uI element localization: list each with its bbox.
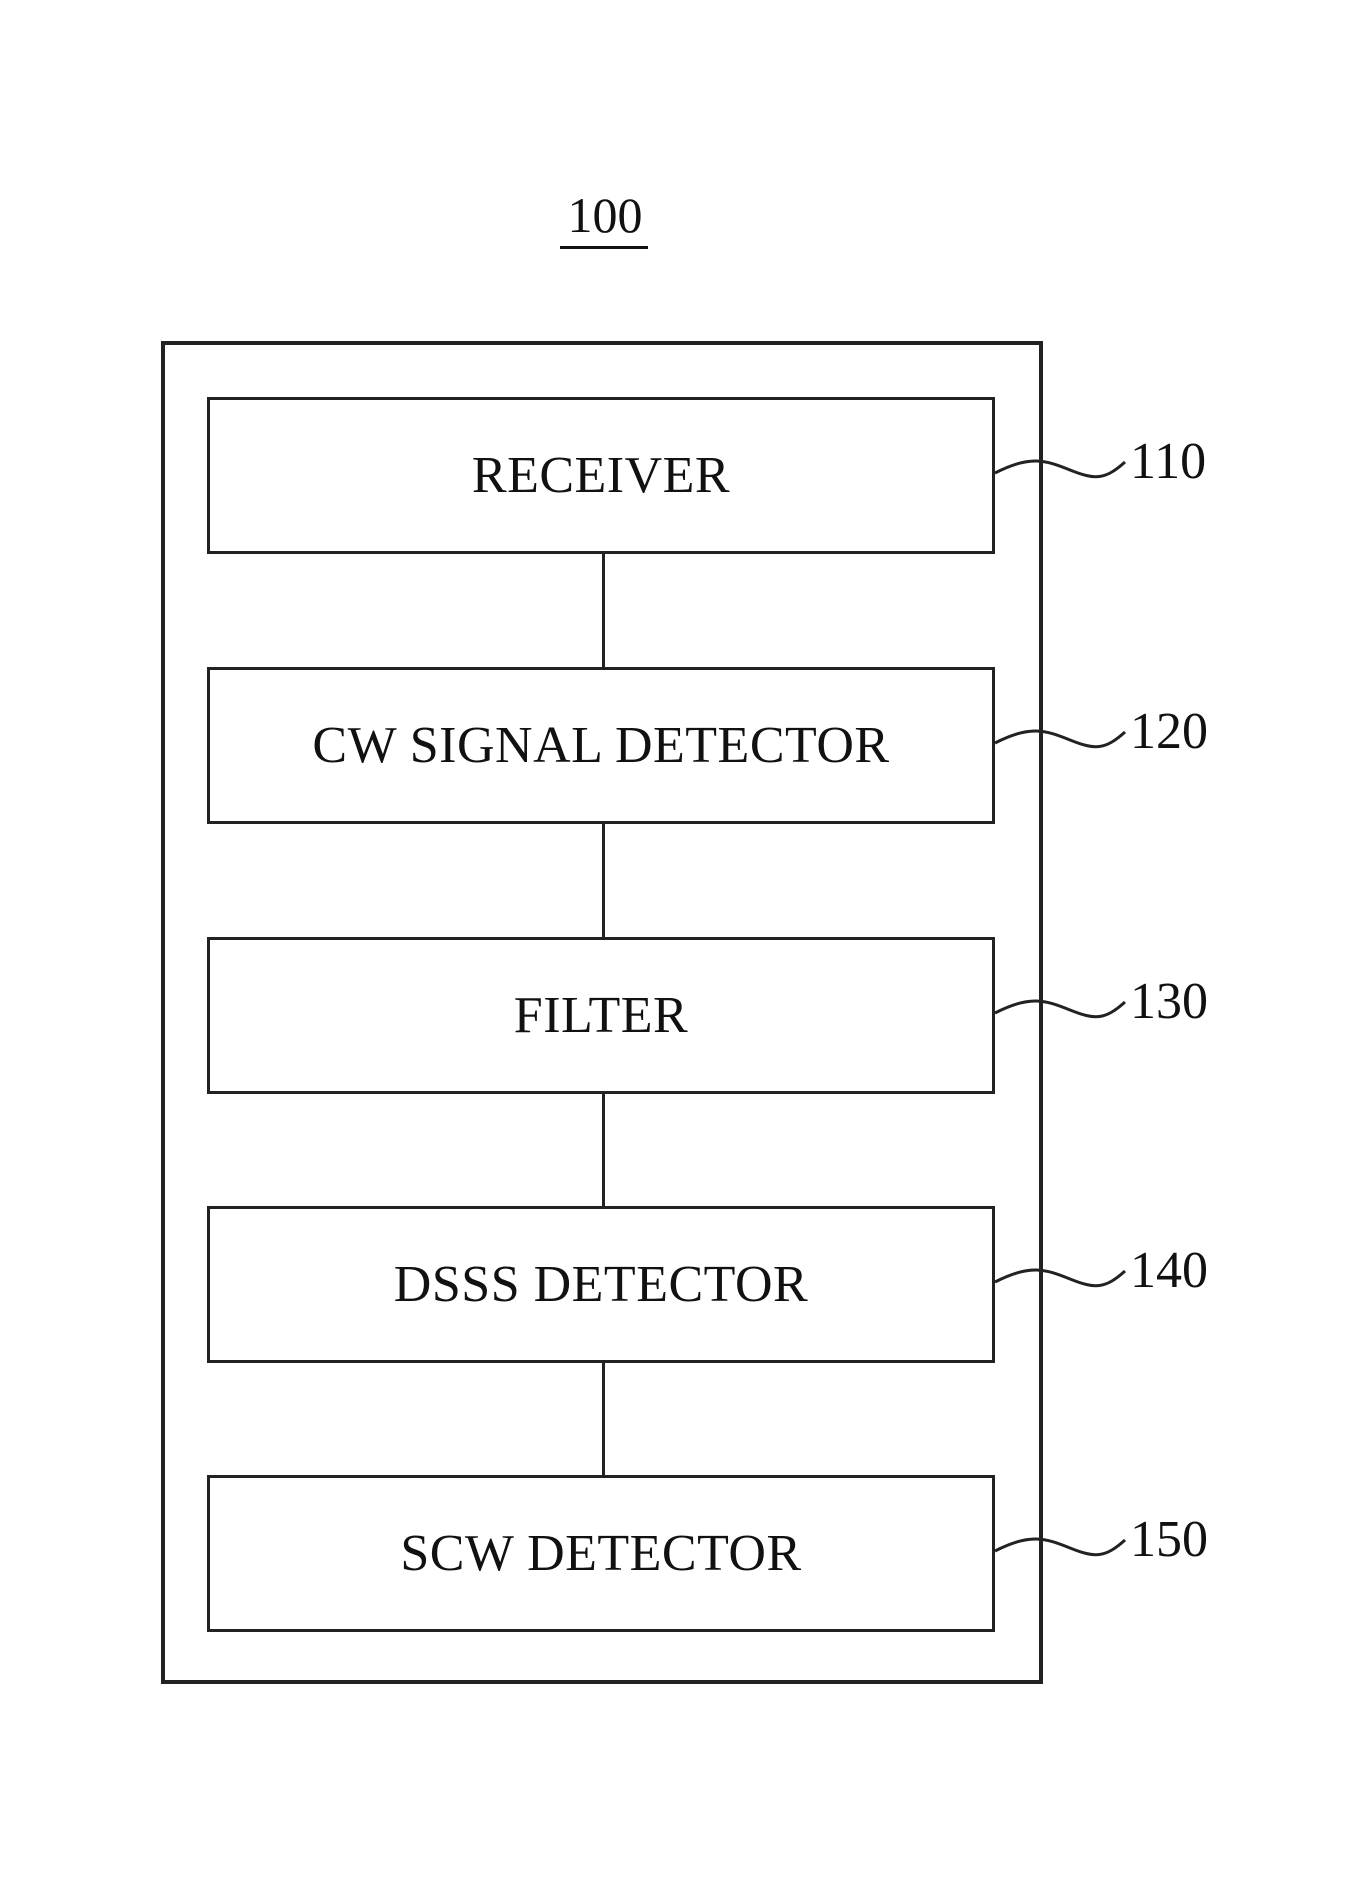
- ref-numeral-120: 120: [1130, 702, 1208, 762]
- filter-block: FILTER: [207, 937, 995, 1094]
- connector-dsss-to-scw: [602, 1363, 605, 1475]
- ref-numeral-150: 150: [1130, 1510, 1208, 1570]
- ref-numeral-140: 140: [1130, 1241, 1208, 1301]
- ref-numeral-110: 110: [1130, 432, 1206, 492]
- scw-detector-block: SCW DETECTOR: [207, 1475, 995, 1632]
- connector-receiver-to-cw: [602, 554, 605, 667]
- receiver-block: RECEIVER: [207, 397, 995, 554]
- connector-cw-to-filter: [602, 824, 605, 937]
- dsss-detector-block: DSSS DETECTOR: [207, 1206, 995, 1363]
- connector-filter-to-dsss: [602, 1094, 605, 1206]
- figure-numeral-underline: [560, 246, 648, 249]
- ref-numeral-130: 130: [1130, 972, 1208, 1032]
- figure-reference-numeral: 100: [555, 185, 655, 245]
- cw-signal-detector-block: CW SIGNAL DETECTOR: [207, 667, 995, 824]
